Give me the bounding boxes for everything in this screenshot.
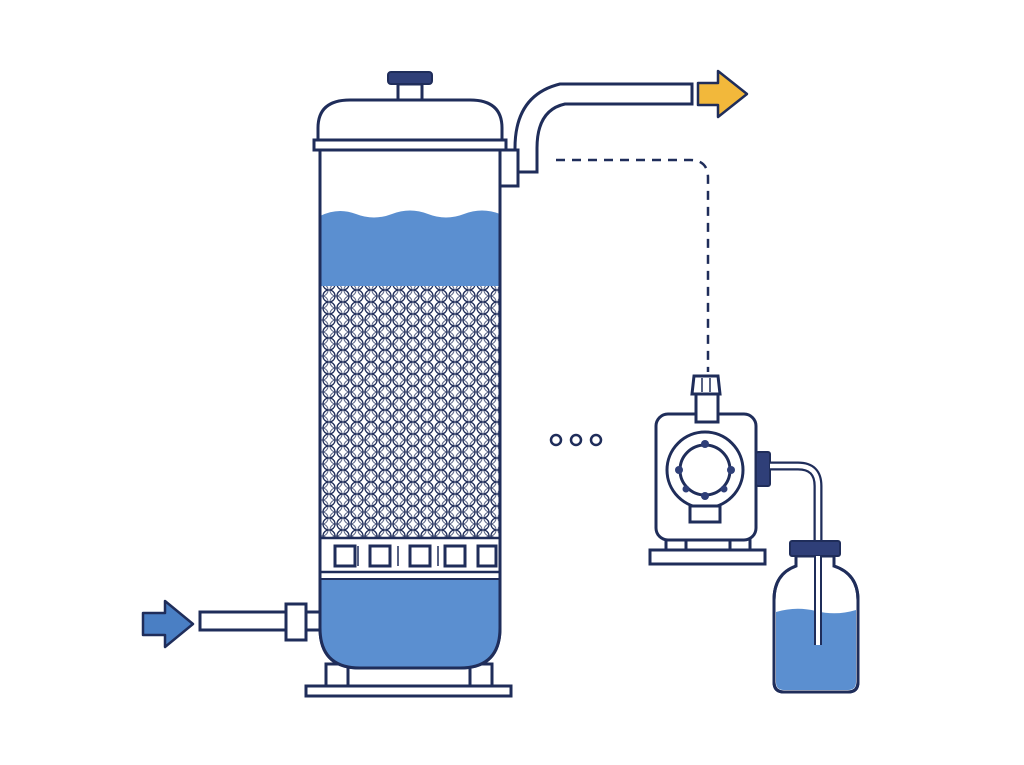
outlet-pipe	[498, 82, 694, 188]
lid-neck	[396, 82, 424, 102]
filter-vessel	[304, 71, 513, 698]
pump-top-fitting	[694, 392, 720, 424]
outlet-arrow-icon	[696, 69, 749, 119]
sampling-line	[556, 158, 710, 372]
lower-water	[320, 580, 500, 668]
chemical-bottle	[772, 540, 860, 694]
inlet-pipe	[198, 602, 322, 642]
inlet-arrow-icon	[141, 599, 195, 649]
underdrain-plate	[320, 536, 500, 580]
bottle-liquid	[776, 608, 856, 690]
pump-base	[648, 548, 767, 566]
lid-cap	[387, 71, 433, 85]
dosing-pump	[648, 374, 771, 566]
upper-water	[320, 210, 500, 286]
vessel-lid	[316, 98, 504, 142]
bottle-cap	[789, 540, 841, 557]
vessel-stand	[304, 662, 513, 698]
ellipsis-icon	[549, 433, 603, 447]
pump-side-port	[755, 451, 771, 487]
